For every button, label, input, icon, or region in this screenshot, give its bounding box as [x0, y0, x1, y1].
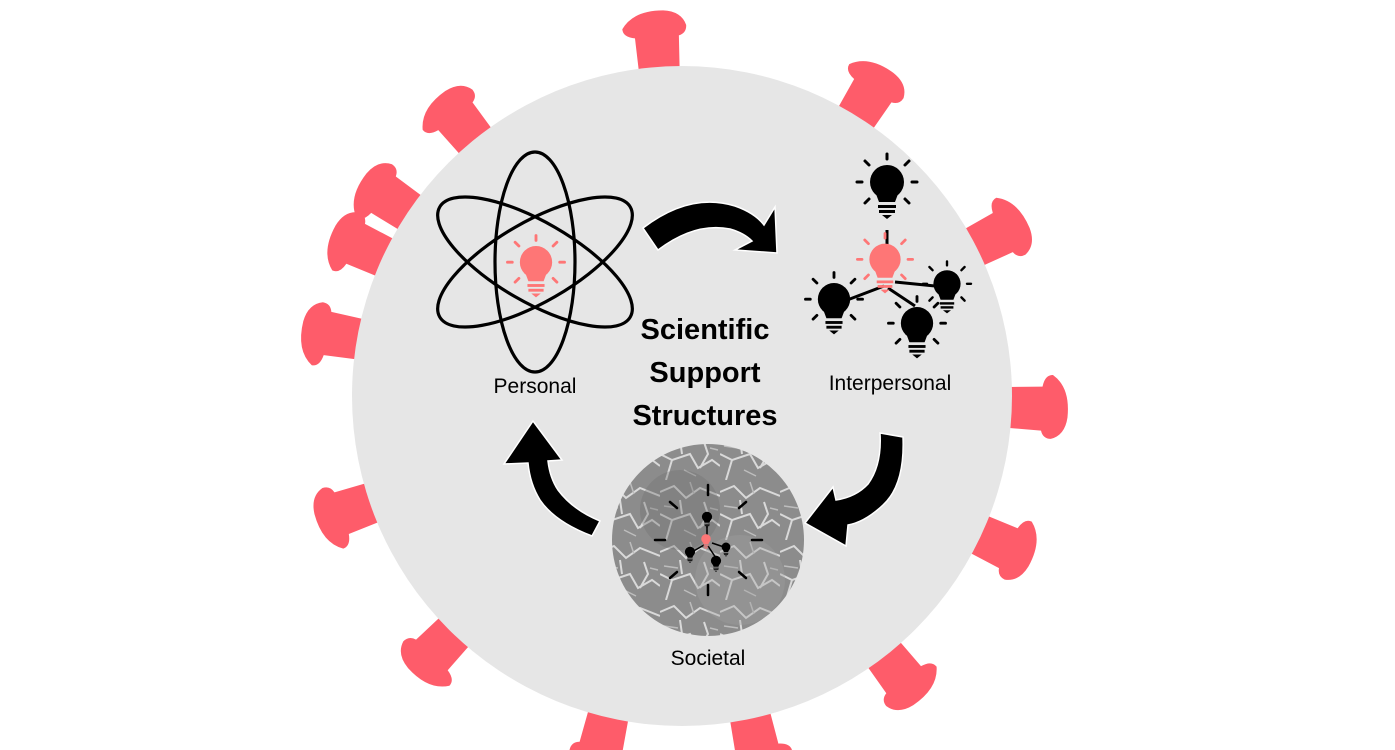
title-line-1: Scientific	[641, 314, 770, 346]
node-label-personal: Personal	[494, 375, 577, 398]
virus-body	[352, 66, 1012, 726]
arrow-personal-to-interpersonal	[641, 201, 778, 254]
diagram-title: Scientific Support Structures	[632, 314, 777, 432]
atom-with-lightbulb-icon	[436, 150, 634, 374]
connected-lightbulbs-icon	[804, 152, 973, 359]
title-line-2: Support	[649, 357, 760, 389]
textured-disc-with-lightbulbs-icon	[612, 444, 804, 636]
arrow-societal-to-personal	[502, 419, 602, 537]
arrow-interpersonal-to-societal	[803, 432, 904, 548]
node-label-societal: Societal	[671, 647, 746, 670]
title-line-3: Structures	[632, 400, 777, 432]
node-label-interpersonal: Interpersonal	[829, 372, 952, 395]
